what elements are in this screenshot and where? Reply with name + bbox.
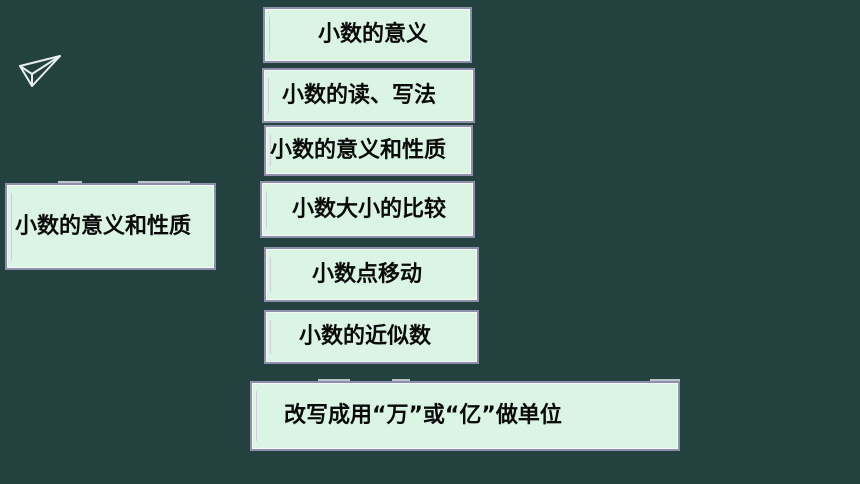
branch-box: 小数的近似数 — [264, 310, 479, 364]
branch-label: 小数的意义 — [318, 22, 429, 47]
branch-box: 小数的意义 — [263, 7, 472, 63]
branch-label: 小数的意义和性质 — [270, 137, 447, 163]
root-topic-label: 小数的意义和性质 — [15, 213, 192, 239]
paper-plane-icon — [19, 55, 61, 87]
branch-label: 小数点移动 — [312, 261, 423, 287]
root-edge-mark — [58, 181, 82, 183]
root-edge-mark — [138, 181, 190, 183]
branch-box: 小数点移动 — [264, 247, 479, 302]
root-topic-box: 小数的意义和性质 — [5, 183, 216, 270]
branch-label: 小数大小的比较 — [292, 196, 447, 222]
branch-box: 小数大小的比较 — [260, 181, 475, 238]
branch-box: 改写成用“万”或“亿”做单位 — [250, 381, 680, 451]
branch-label: 改写成用“万”或“亿”做单位 — [284, 403, 562, 428]
last-edge-mark — [650, 379, 680, 381]
last-edge-mark — [318, 379, 350, 381]
last-edge-mark — [392, 379, 410, 381]
branch-box: 小数的意义和性质 — [264, 125, 473, 176]
branch-box: 小数的读、写法 — [262, 68, 475, 123]
branch-label: 小数的近似数 — [299, 324, 432, 349]
branch-label: 小数的读、写法 — [282, 82, 437, 108]
